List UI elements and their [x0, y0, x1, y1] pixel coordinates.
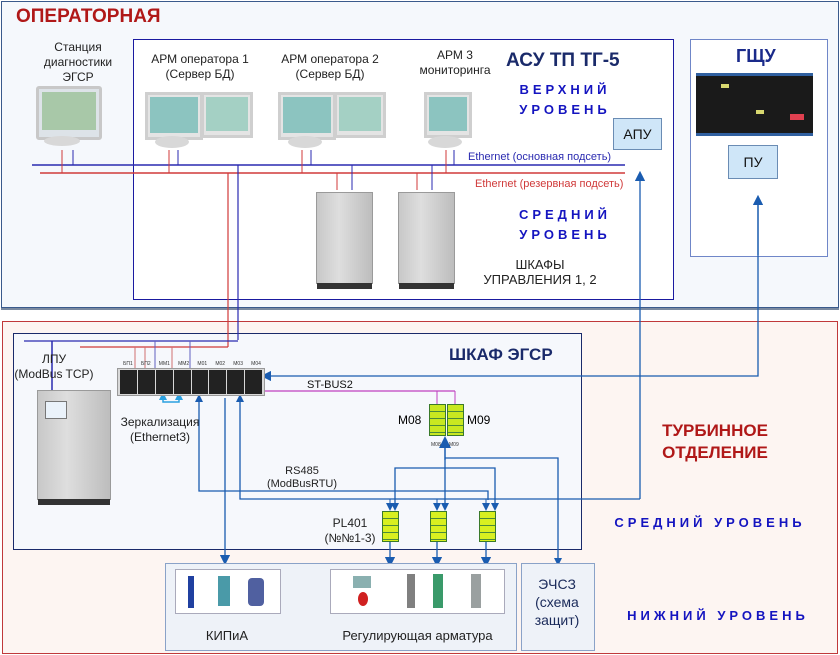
gshu-mimic-panel: [696, 73, 813, 136]
valves-label: Регулирующая арматура: [342, 628, 493, 643]
middle-level-label: СРЕДНИЙ УРОВЕНЬ: [518, 207, 612, 242]
controller-rack: [117, 368, 265, 396]
egsr-title: ШКАФ ЭГСР: [449, 345, 553, 364]
arm3-monitor: [424, 92, 472, 138]
pl401-module-1: [382, 511, 399, 542]
kipia-label: КИПиА: [205, 628, 249, 643]
m09-label: М09: [467, 413, 491, 427]
echsz-label: ЭЧСЗ (схема защит): [534, 576, 580, 628]
asu-tp-frame: [133, 39, 674, 300]
echsz-box: [521, 563, 595, 651]
apu-box: АПУ: [613, 118, 662, 150]
upper-level-label: ВЕРХНИЙ УРОВЕНЬ: [519, 82, 611, 117]
monitor-stand: [288, 136, 322, 148]
m08-small-label: М08: [431, 442, 441, 448]
arm1-monitor-right: [201, 92, 253, 138]
pu-box: ПУ: [728, 145, 778, 179]
pl401-label: PL401 (№№1-3): [324, 516, 376, 545]
pl401-module-3: [479, 511, 496, 542]
control-cabinets-label: ШКАФЫ УПРАВЛЕНИЯ 1, 2: [483, 257, 597, 287]
ethernet-reserve-label: Ethernet (резервная подсеть): [475, 178, 624, 190]
st-bus-label: ST-BUS2: [307, 379, 353, 391]
m09-module: [447, 404, 464, 436]
arm2-monitor-right: [334, 92, 386, 138]
control-cabinet-1: [316, 192, 373, 289]
pl401-module-2: [430, 511, 447, 542]
diag-station-label: Станция диагностики ЭГСР: [43, 40, 113, 84]
asu-title: АСУ ТП ТГ-5: [506, 50, 620, 71]
turbine-lower-level-label: НИЖНИЙ УРОВЕНЬ: [627, 608, 809, 623]
valves-image: [330, 569, 505, 614]
turbine-middle-level-label: СРЕДНИЙ УРОВЕНЬ: [614, 515, 806, 530]
monitor-stand: [155, 136, 189, 148]
control-cabinet-2: [398, 192, 455, 289]
operator-room-title: ОПЕРАТОРНАЯ: [16, 6, 161, 27]
arm2-monitor-left: [278, 92, 336, 140]
arm2-label: АРМ оператора 2 (Сервер БД): [281, 52, 379, 81]
diag-station-monitor: [36, 86, 102, 140]
lpu-cabinet: [37, 390, 111, 505]
rack-module-labels: БП1 БП2 ММ1 ММ2 М01 М02 М03 М04: [123, 361, 261, 367]
monitor-stand: [428, 136, 462, 148]
gshu-title: ГЩУ: [736, 46, 776, 66]
m08-module: [429, 404, 446, 436]
ethernet-main-label: Ethernet (основная подсеть): [468, 151, 612, 163]
arm1-label: АРМ оператора 1 (Сервер БД): [151, 52, 249, 81]
turbine-hall-title: ТУРБИННОЕ ОТДЕЛЕНИЕ: [662, 421, 768, 462]
lpu-label: ЛПУ (ModBus TCP): [14, 352, 94, 381]
m09-small-label: М09: [449, 442, 459, 448]
mirroring-label: Зеркализация (Ethernet3): [120, 415, 200, 444]
arm3-label: АРМ 3 мониторинга: [419, 48, 491, 77]
arm1-monitor-left: [145, 92, 203, 140]
kipia-devices-image: [175, 569, 281, 614]
monitor-stand: [44, 136, 80, 146]
rs485-label: RS485 (ModBusRTU): [266, 465, 338, 490]
m08-label: М08: [398, 413, 422, 427]
